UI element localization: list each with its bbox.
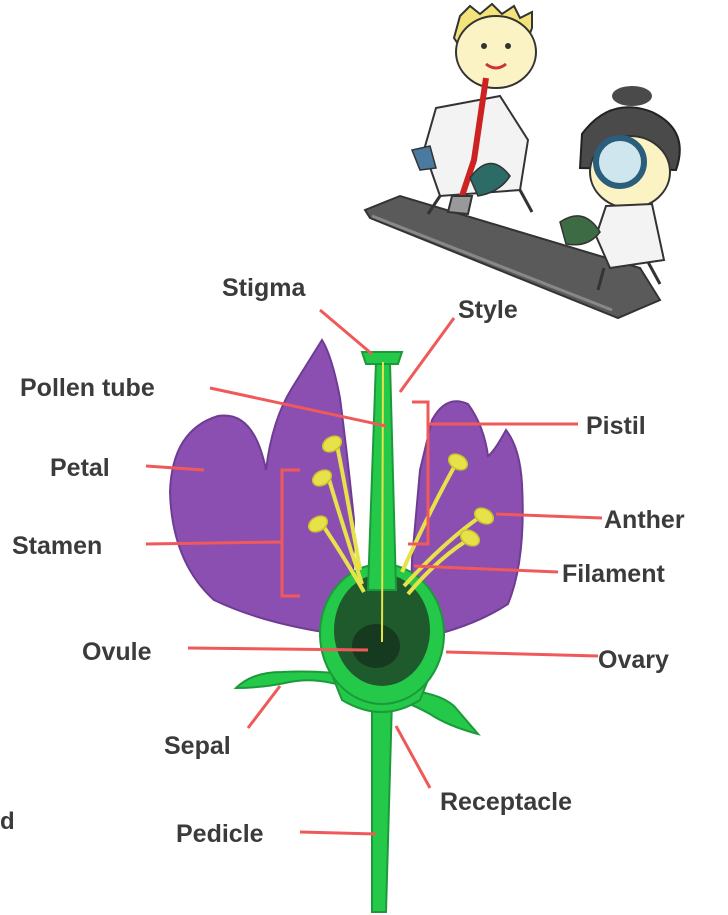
ovule-label: Ovule <box>82 638 152 666</box>
pollen-tube-line <box>382 362 383 642</box>
stigma-line <box>320 310 372 354</box>
scientists-illustration <box>365 4 680 318</box>
pedicle-label: Pedicle <box>176 820 264 848</box>
sepal-label: Sepal <box>164 732 231 760</box>
ovule-shape <box>352 624 400 668</box>
anther-label: Anther <box>604 506 685 534</box>
style-label: Style <box>458 296 518 324</box>
pedicle-stem <box>372 700 392 912</box>
stigma-label: Stigma <box>222 274 306 302</box>
receptacle-line <box>396 726 430 788</box>
petal-left <box>170 340 354 636</box>
ovule-line <box>188 648 368 650</box>
ovary-label: Ovary <box>598 646 669 674</box>
cropped-text-fragment: d <box>0 808 15 836</box>
stamen-label: Stamen <box>12 532 102 560</box>
pedicle-line <box>300 832 376 834</box>
pollen-tube-label: Pollen tube <box>20 374 155 402</box>
style-line <box>400 318 454 392</box>
sepal-line <box>248 686 280 728</box>
boy-scientist <box>412 4 536 214</box>
filament-label: Filament <box>562 560 665 588</box>
pistil-label: Pistil <box>586 412 646 440</box>
receptacle-label: Receptacle <box>440 788 572 816</box>
ovary-line <box>446 652 598 656</box>
petal-label: Petal <box>50 454 110 482</box>
